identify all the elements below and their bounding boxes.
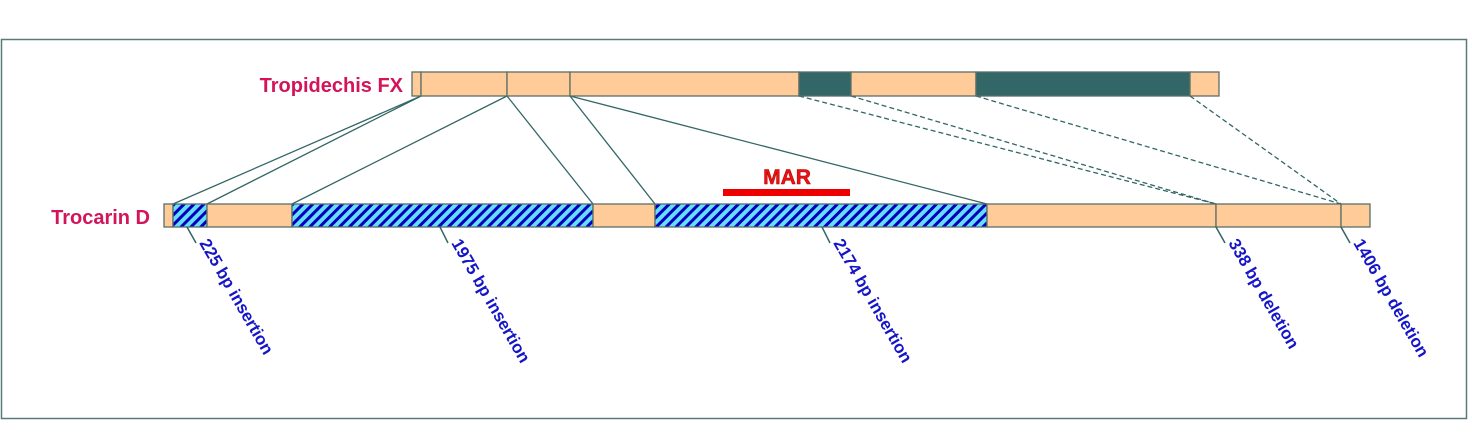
- segment: [850, 71, 977, 97]
- segment: [206, 203, 293, 228]
- solid-connector: [506, 95, 594, 205]
- segment: [986, 203, 1217, 228]
- dashed-connector: [798, 95, 1217, 205]
- segment: [420, 71, 508, 97]
- annotation-text: 1975 bp insertion: [448, 236, 534, 367]
- annotation-1406: 1406 bp deletion: [1340, 226, 1433, 361]
- segment: [411, 71, 422, 97]
- annotation-225: 225 bp insertion: [186, 226, 278, 358]
- tropidechis-bar: [411, 71, 1220, 97]
- connector-lines: [172, 95, 1342, 205]
- segment: [569, 71, 800, 97]
- annotation-1975: 1975 bp insertion: [439, 226, 534, 367]
- tropidechis-label: Tropidechis FX: [260, 75, 404, 97]
- segment: [592, 203, 656, 228]
- trocarin-bar: [163, 203, 1371, 228]
- deleted-segment: [798, 71, 852, 97]
- segment: [1215, 203, 1342, 228]
- dashed-connector: [1189, 95, 1342, 205]
- deleted-segment: [975, 71, 1191, 97]
- segment: [1189, 71, 1220, 97]
- annotation-text: 1406 bp deletion: [1350, 236, 1433, 361]
- solid-connector: [206, 95, 422, 205]
- annotation-text: 225 bp insertion: [196, 236, 278, 358]
- solid-connector: [569, 95, 988, 205]
- annotation-2174: 2174 bp insertion: [821, 226, 916, 367]
- segment: [1340, 203, 1371, 228]
- segment: [506, 71, 571, 97]
- annotation-text: 2174 bp insertion: [830, 236, 916, 367]
- annotation-text: 338 bp deletion: [1225, 236, 1303, 353]
- dashed-connector: [975, 95, 1342, 205]
- annotation-338: 338 bp deletion: [1215, 226, 1303, 353]
- frame: [0, 38, 1468, 420]
- insertion-segment: [172, 203, 208, 228]
- trocarin-label: Trocarin D: [51, 207, 150, 229]
- annotations: 225 bp insertion 1975 bp insertion 2174 …: [186, 226, 1433, 367]
- solid-connector: [291, 95, 508, 205]
- insertion-segment: [654, 203, 988, 228]
- solid-connector: [569, 95, 656, 205]
- insertion-segment: [291, 203, 594, 228]
- segment: [163, 203, 174, 228]
- solid-connector: [172, 95, 422, 205]
- dashed-connector: [850, 95, 1217, 205]
- mar-label: MAR: [763, 166, 811, 189]
- mar-bar: [723, 189, 850, 196]
